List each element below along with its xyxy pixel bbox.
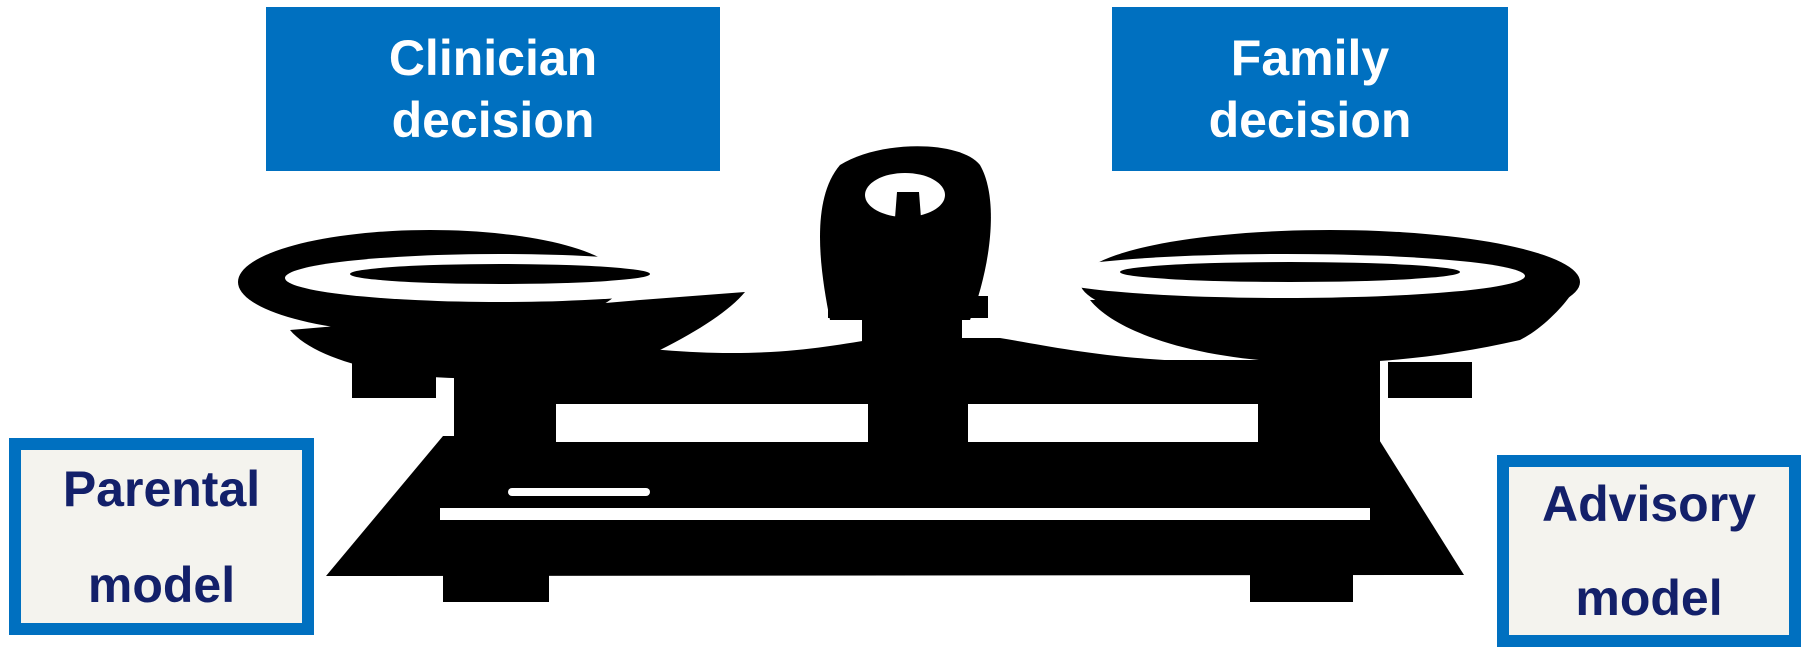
scale-base-notch: [508, 488, 650, 496]
scale-foot-right: [1250, 560, 1353, 602]
advisory-model-line2: model: [1575, 551, 1722, 645]
clinician-decision-box: Clinician decision: [266, 7, 720, 171]
scale-window-left: [556, 404, 868, 442]
parental-model-line1: Parental: [63, 441, 260, 537]
scale-pan-right-ring: [1120, 262, 1460, 282]
family-decision-box: Family decision: [1112, 7, 1508, 171]
scale-pan-right-base: [1090, 296, 1570, 363]
advisory-model-line1: Advisory: [1542, 457, 1756, 551]
scale-foot-left: [443, 560, 549, 602]
scale-collar: [828, 296, 988, 318]
family-decision-line2: decision: [1209, 89, 1412, 151]
advisory-model-box: Advisory model: [1497, 455, 1801, 647]
scale-base-highlight: [440, 508, 1370, 520]
clinician-decision-line2: decision: [392, 89, 595, 151]
parental-model-line2: model: [88, 537, 235, 633]
scale-pan-left-support: [352, 362, 436, 398]
scale-pan-left-ring: [350, 264, 650, 284]
scale-pan-right-support: [1388, 362, 1472, 398]
clinician-decision-line1: Clinician: [389, 27, 597, 89]
scale-base: [326, 436, 1464, 576]
scale-window-right: [968, 404, 1258, 442]
parental-model-box: Parental model: [9, 438, 314, 635]
family-decision-line1: Family: [1231, 27, 1389, 89]
